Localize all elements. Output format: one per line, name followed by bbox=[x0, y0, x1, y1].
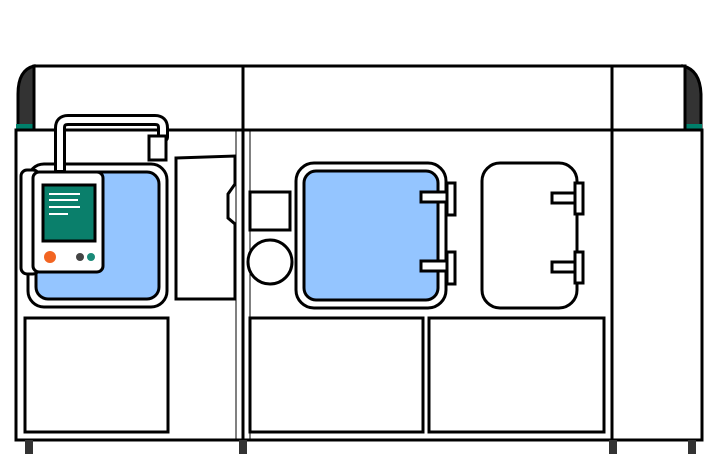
round-port-icon bbox=[246, 238, 294, 286]
feet bbox=[25, 440, 696, 454]
center-lower-panel-right bbox=[427, 316, 606, 434]
side-hatch-panel bbox=[174, 154, 237, 301]
teal-button bbox=[87, 253, 95, 261]
hinge-icon bbox=[419, 250, 457, 286]
orange-button bbox=[44, 251, 56, 263]
center-lower-panel-left bbox=[248, 316, 425, 434]
terminal-icon bbox=[19, 114, 169, 276]
left-lower-panel bbox=[23, 316, 170, 434]
hinge-icon bbox=[550, 181, 585, 216]
right-solid-door bbox=[480, 161, 585, 310]
left-teal-strip bbox=[16, 124, 36, 129]
hinge-icon bbox=[550, 250, 585, 285]
square-port-icon bbox=[248, 190, 292, 232]
foot-2 bbox=[239, 440, 247, 454]
terminal-mount-box bbox=[147, 134, 168, 162]
foot-3 bbox=[609, 440, 617, 454]
right-teal-strip bbox=[683, 124, 702, 129]
terminal-arm-inner bbox=[57, 117, 166, 170]
right-door-panel bbox=[480, 161, 579, 310]
center-window-glass bbox=[302, 169, 440, 302]
gray-button bbox=[76, 253, 84, 261]
foot-1 bbox=[25, 440, 33, 454]
center-window-door bbox=[294, 161, 457, 310]
foot-4 bbox=[688, 440, 696, 454]
hinge-icon bbox=[419, 181, 457, 217]
